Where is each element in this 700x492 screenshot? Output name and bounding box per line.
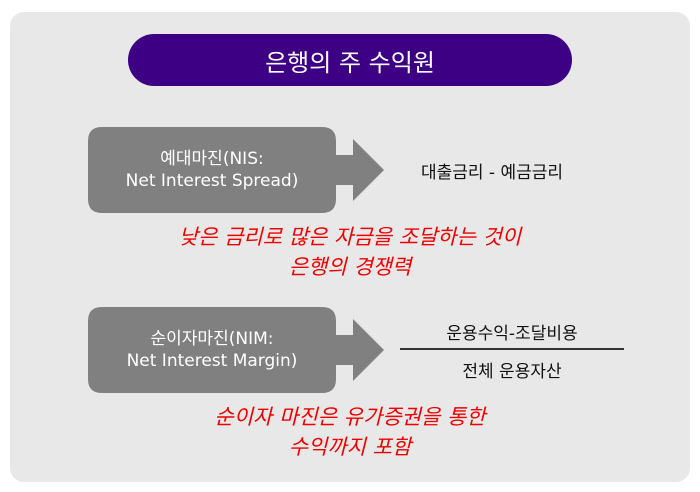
nis-note-line1: 낮은 금리로 많은 자금을 조달하는 것이 <box>178 225 522 249</box>
nim-label-line2: Net Interest Margin) <box>126 351 298 371</box>
nim-numerator: 운용수익-조달비용 <box>446 324 578 344</box>
nis-formula: 대출금리 - 예금금리 <box>420 163 564 183</box>
diagram-panel <box>10 12 690 482</box>
arrow-shape-icon <box>88 307 384 393</box>
diagram-title: 은행의 주 수익원 <box>128 34 572 86</box>
nim-note: 순이자 마진은 유가증권을 통한 수익까지 포함 <box>100 402 600 462</box>
nim-note-line2: 수익까지 포함 <box>288 435 412 459</box>
nis-note: 낮은 금리로 많은 자금을 조달하는 것이 은행의 경쟁력 <box>100 222 600 282</box>
nim-label-line1: 순이자마진(NIM: <box>150 329 274 349</box>
arrow-shape-icon <box>88 127 384 213</box>
fraction-divider <box>400 348 624 350</box>
nim-arrow: 순이자마진(NIM: Net Interest Margin) <box>88 307 388 393</box>
nim-denominator: 전체 운용자산 <box>462 362 562 382</box>
nis-arrow: 예대마진(NIS: Net Interest Spread) <box>88 127 388 213</box>
nis-label-line1: 예대마진(NIS: <box>160 149 264 169</box>
nis-note-line2: 은행의 경쟁력 <box>288 255 412 279</box>
nis-label-line2: Net Interest Spread) <box>125 171 299 191</box>
nim-note-line1: 순이자 마진은 유가증권을 통한 <box>214 405 486 429</box>
